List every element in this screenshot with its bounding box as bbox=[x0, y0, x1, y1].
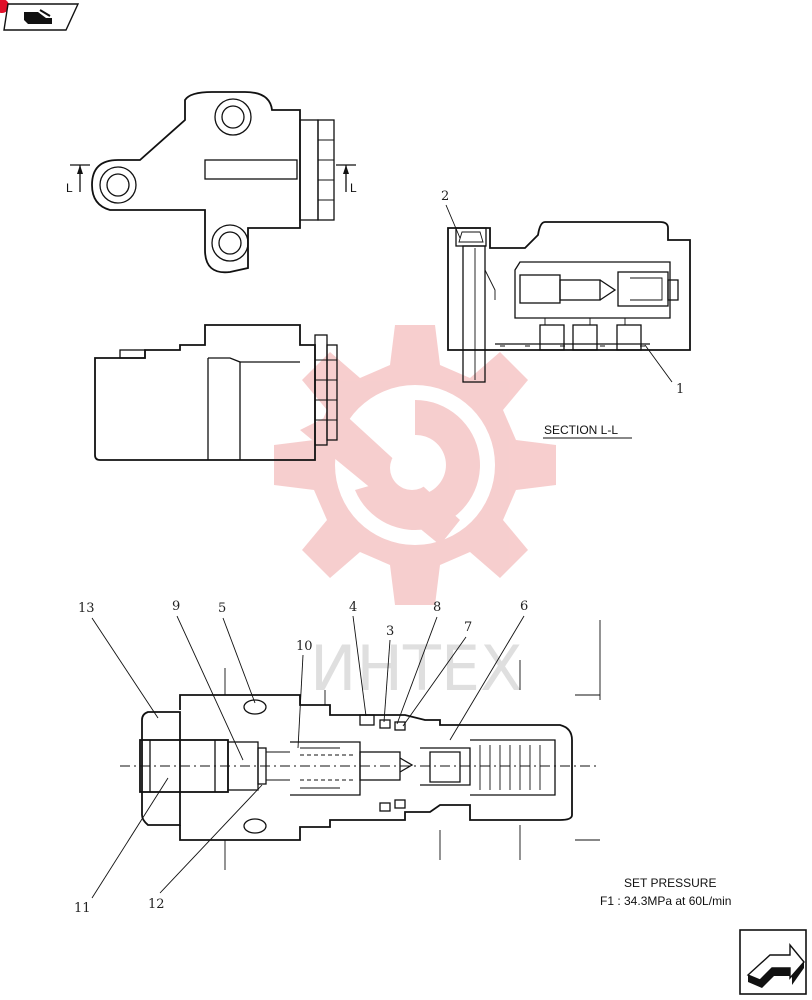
section-l-l-view bbox=[447, 221, 691, 383]
section-marker-right: L bbox=[336, 164, 357, 195]
callout-12: 12 bbox=[148, 897, 165, 912]
callout-8: 8 bbox=[433, 600, 441, 615]
set-pressure-title: SET PRESSURE bbox=[624, 876, 716, 890]
leader-13 bbox=[91, 617, 159, 719]
callout-4: 4 bbox=[349, 600, 357, 615]
callout-5: 5 bbox=[218, 601, 226, 616]
callout-3: 3 bbox=[386, 624, 394, 639]
next-page-arrow-icon[interactable] bbox=[739, 929, 807, 995]
leader-8 bbox=[396, 616, 438, 725]
set-pressure-value: F1 : 34.3MPa at 60L/min bbox=[600, 894, 731, 908]
section-marker-right-label: L bbox=[350, 181, 357, 195]
leader-7 bbox=[402, 636, 467, 727]
leader-9 bbox=[176, 615, 244, 761]
prev-page-arrow-icon[interactable] bbox=[0, 0, 80, 31]
callout-6: 6 bbox=[520, 599, 528, 614]
leader-6 bbox=[449, 615, 525, 741]
leader-5 bbox=[222, 617, 256, 704]
leader-3 bbox=[383, 639, 391, 723]
leader-11 bbox=[91, 777, 169, 899]
callout-10: 10 bbox=[296, 639, 313, 654]
leader-2 bbox=[445, 204, 461, 239]
callout-2: 2 bbox=[441, 189, 449, 204]
callout-11: 11 bbox=[74, 901, 91, 916]
leader-1 bbox=[644, 344, 673, 383]
section-caption: SECTION L-L bbox=[544, 423, 618, 437]
callout-13: 13 bbox=[78, 601, 95, 616]
section-marker-left: L bbox=[66, 164, 90, 195]
callout-7: 7 bbox=[464, 620, 472, 635]
callout-9: 9 bbox=[172, 599, 180, 614]
leader-10 bbox=[297, 654, 304, 749]
leader-12 bbox=[159, 784, 263, 894]
watermark-text: ИНТЕХ bbox=[310, 632, 523, 705]
watermark-gear-logo bbox=[274, 325, 556, 605]
callout-1: 1 bbox=[676, 382, 684, 397]
front-view-valve-body bbox=[94, 324, 338, 461]
top-view-valve-body bbox=[91, 91, 335, 274]
section-marker-left-label: L bbox=[66, 181, 73, 195]
leader-4 bbox=[352, 615, 367, 717]
relief-valve-cross-section bbox=[120, 620, 601, 870]
